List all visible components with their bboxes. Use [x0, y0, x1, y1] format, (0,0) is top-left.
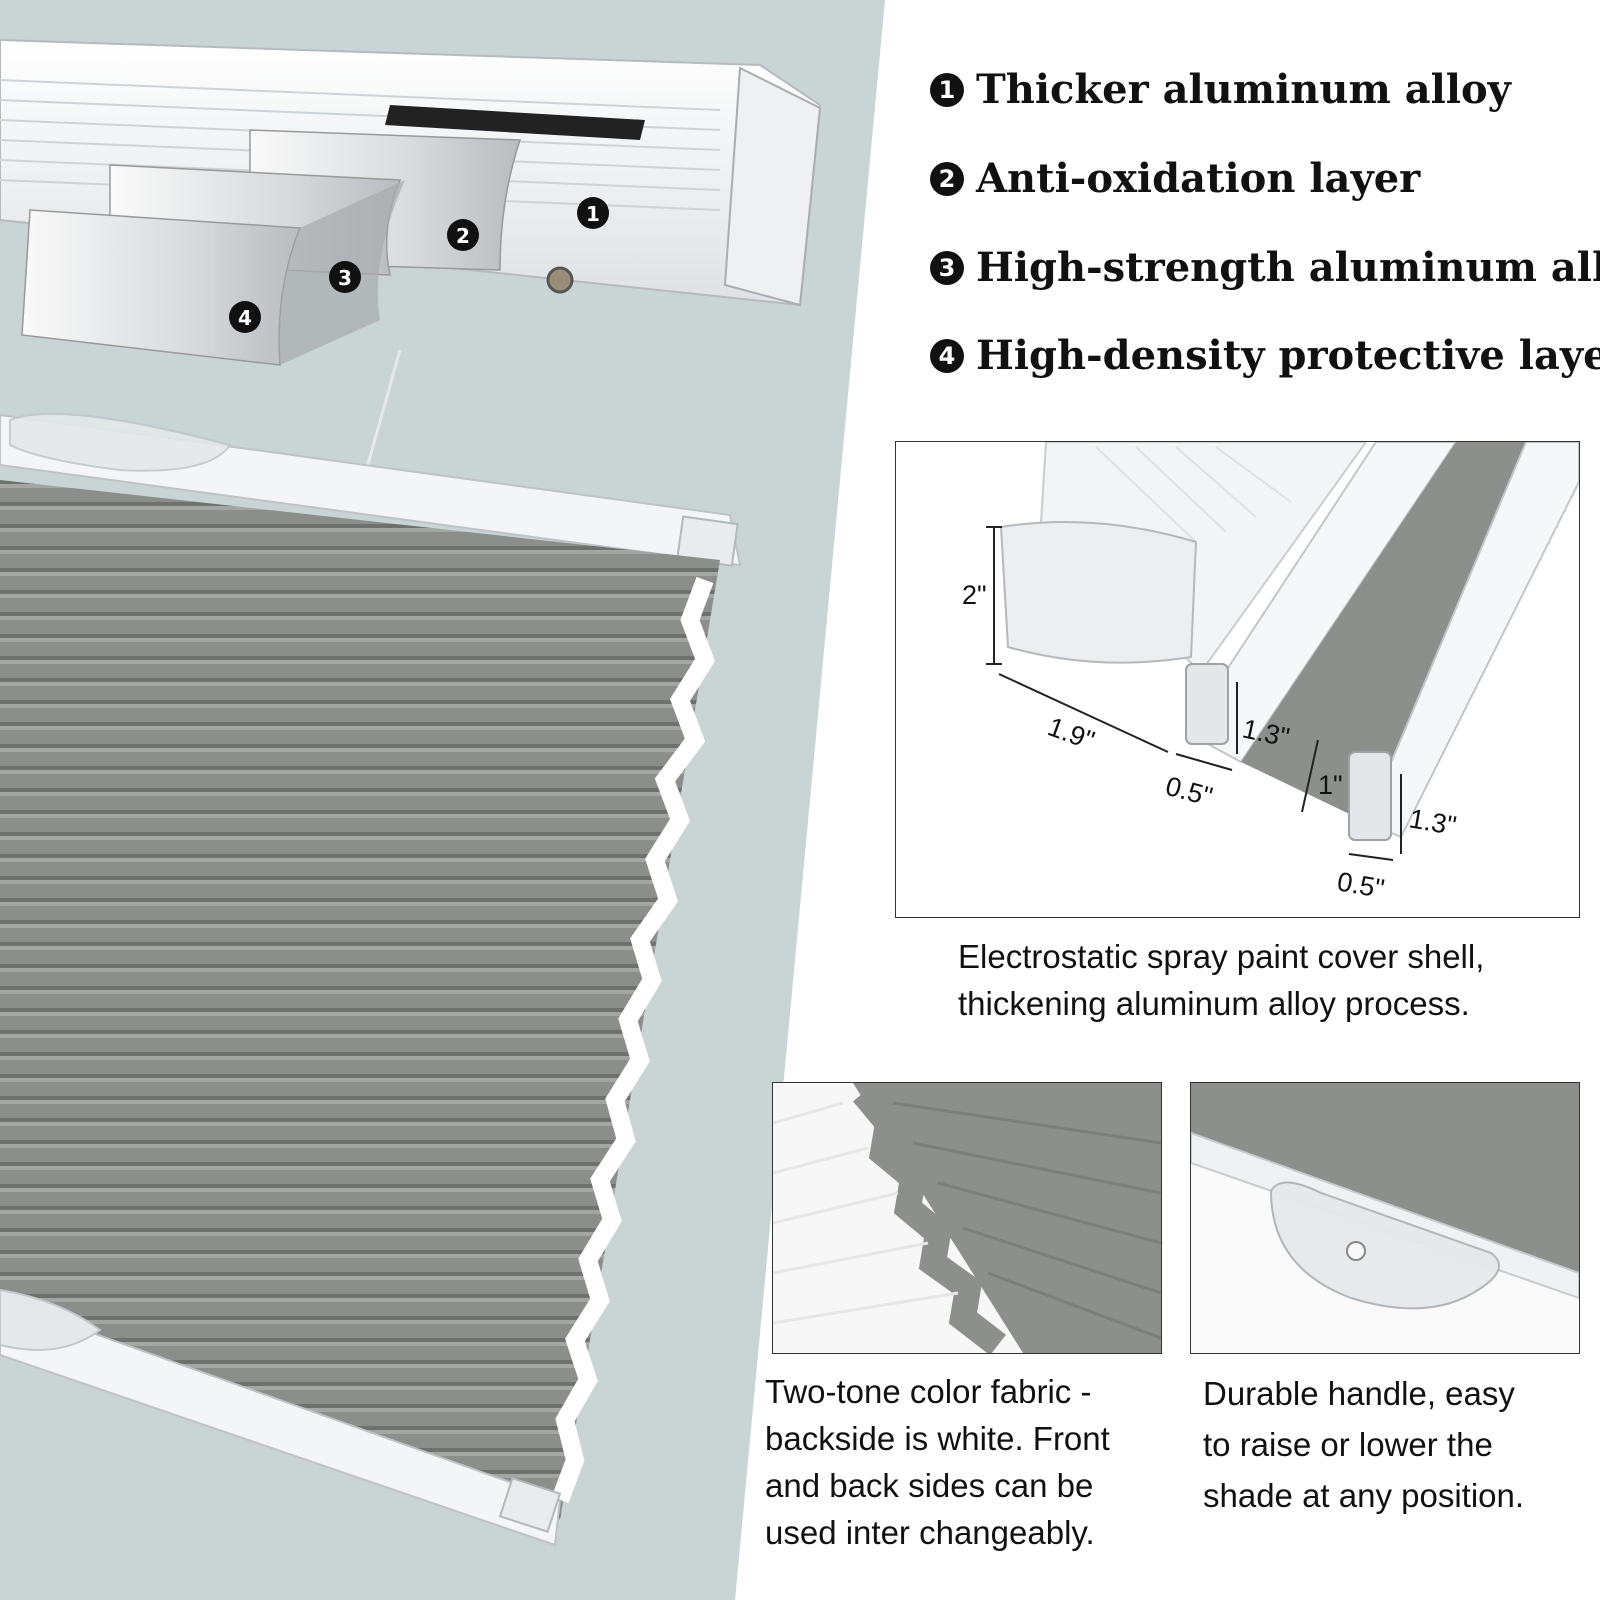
callout-4: 4: [229, 301, 261, 333]
callout-1: 1: [577, 197, 609, 229]
dimension-illustration: 2" 1.9" 0.5" 1.3" 1" 1.3" 0.5": [962, 442, 1579, 904]
headrail-screw: [546, 266, 574, 294]
caption-line: shade at any position.: [1203, 1477, 1525, 1514]
dim-height-label: 2": [962, 580, 987, 610]
callout-1-number: 1: [586, 202, 600, 226]
callout-4-number: 4: [238, 306, 252, 330]
feature-item-2: 2 Anti-oxidation layer: [930, 155, 1420, 202]
feature-item-1: 1 Thicker aluminum alloy: [930, 66, 1511, 113]
dim-clip-2: [1348, 751, 1392, 841]
fabric-detail-gray: [853, 1083, 1161, 1353]
handle-caption: Durable handle, easy to raise or lower t…: [1203, 1368, 1524, 1521]
fabric-detail-pleats: [892, 1101, 1161, 1340]
dim-headrail-ridges: [1095, 446, 1292, 543]
dim-rail2-width-label: 0.5": [1335, 866, 1387, 904]
shade-bottom-end-clip: [498, 1476, 562, 1534]
feature-label: High-strength aluminum alloy: [976, 244, 1600, 291]
fabric-white-edge: [551, 576, 715, 1504]
caption-line: Electrostatic spray paint cover shell,: [958, 938, 1485, 975]
fabric-detail-panel: [772, 1082, 1162, 1354]
fabric-caption: Two-tone color fabric - backside is whit…: [765, 1368, 1110, 1556]
handle-detail-rivet: [1346, 1241, 1366, 1261]
caption-line: backside is white. Front: [765, 1420, 1110, 1457]
feature-number: 3: [930, 250, 964, 285]
dimension-panel: 2" 1.9" 0.5" 1.3" 1" 1.3" 0.5": [895, 441, 1580, 918]
lift-cord: [363, 349, 402, 476]
feature-label: High-density protective layer: [976, 332, 1600, 379]
handle-detail-handle: [1269, 1181, 1500, 1310]
dim-clip-1: [1185, 663, 1229, 745]
feature-label: Thicker aluminum alloy: [976, 66, 1511, 113]
feature-number: 1: [930, 72, 964, 107]
shade-bottom-rail: [0, 1298, 562, 1547]
caption-line: and back sides can be: [765, 1467, 1094, 1504]
fabric-detail-edge: [853, 1084, 1006, 1353]
handle-detail-illustration: [1191, 1083, 1579, 1353]
caption-line: to raise or lower the: [1203, 1426, 1493, 1463]
spray-caption: Electrostatic spray paint cover shell, t…: [958, 933, 1484, 1027]
shade-bottom-clip: [0, 1288, 102, 1351]
dim-headrail-endcap: [999, 521, 1198, 664]
feature-item-4: 4 High-density protective layer: [930, 332, 1600, 379]
caption-line: thickening aluminum alloy process.: [958, 985, 1470, 1022]
callout-3-number: 3: [338, 266, 352, 290]
handle-detail-panel: [1190, 1082, 1580, 1354]
dim-rail2-height-label: 1.3": [1407, 803, 1459, 841]
caption-line: Durable handle, easy: [1203, 1375, 1515, 1412]
feature-item-3: 3 High-strength aluminum alloy: [930, 244, 1600, 291]
dim-gap-label: 1": [1318, 770, 1343, 800]
dim-shade-rail-white-2: [1364, 442, 1579, 839]
feature-label: Anti-oxidation layer: [976, 155, 1421, 202]
callout-3: 3: [329, 261, 361, 293]
headrail-slot: [385, 105, 645, 140]
feature-number: 4: [930, 338, 964, 373]
callout-2-number: 2: [456, 224, 470, 248]
dim-shade-fabric: [1241, 442, 1526, 822]
dim-lines: [986, 526, 1402, 861]
feature-number: 2: [930, 161, 964, 196]
dim-rail1-width-label: 0.5": [1162, 771, 1215, 812]
callout-2: 2: [447, 219, 479, 251]
handle-detail-fabric: [1191, 1083, 1579, 1273]
caption-line: Two-tone color fabric -: [765, 1373, 1092, 1410]
caption-line: used inter changeably.: [765, 1514, 1095, 1551]
fabric-detail-white-pleats: [773, 1101, 959, 1325]
headrail-endcap: [723, 66, 822, 307]
shade-top-clip: [9, 412, 232, 472]
dim-depth-label: 1.9": [1044, 711, 1099, 755]
fabric-detail-illustration: [773, 1083, 1161, 1353]
